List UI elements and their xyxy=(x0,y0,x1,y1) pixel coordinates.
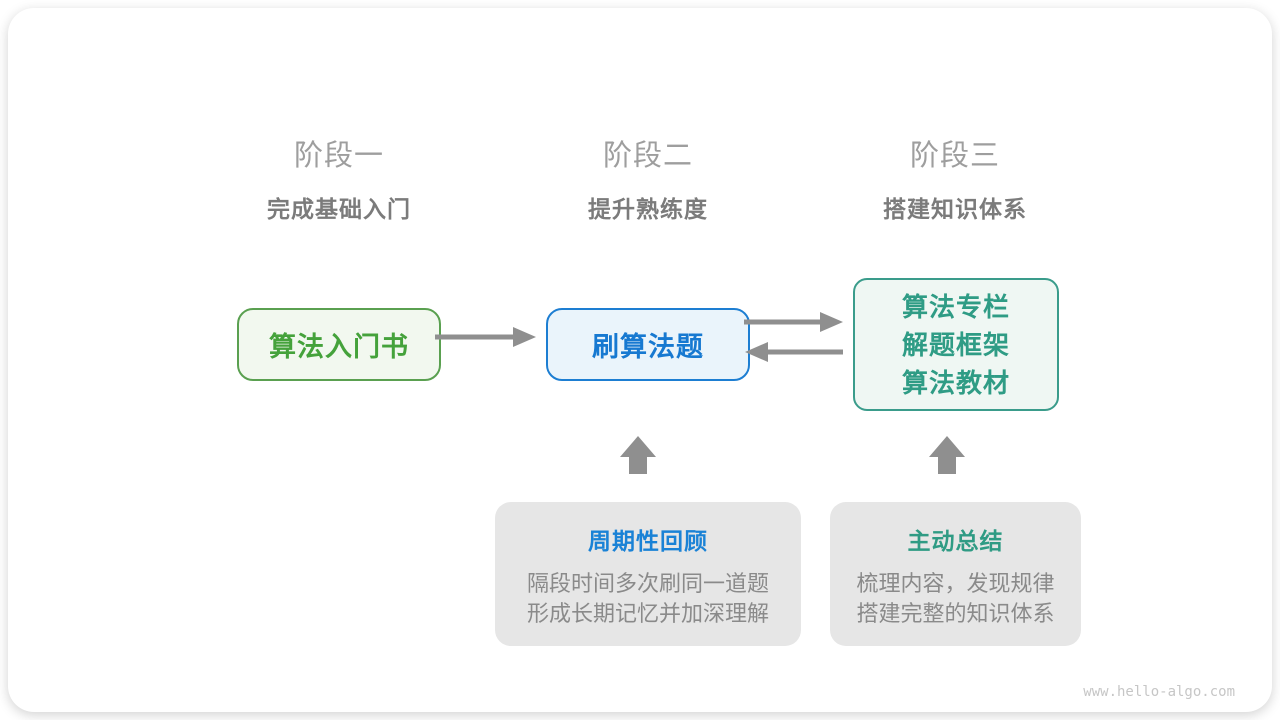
stage-1-header: 阶段一 完成基础入门 xyxy=(189,132,489,224)
note-active-summary: 主动总结 梳理内容，发现规律 搭建完整的知识体系 xyxy=(830,502,1081,646)
note-periodic-review-line-2: 形成长期记忆并加深理解 xyxy=(526,601,769,626)
note-active-summary-body: 梳理内容，发现规律 搭建完整的知识体系 xyxy=(830,569,1081,629)
note-active-summary-line-2: 搭建完整的知识体系 xyxy=(856,601,1055,626)
node-resources-line-2: 解题框架 xyxy=(901,329,1010,360)
stage-2-title: 阶段二 xyxy=(602,140,693,172)
stage-1-title: 阶段一 xyxy=(293,140,384,172)
node-practice: 刷算法题 xyxy=(546,308,750,381)
stage-3-header: 阶段三 搭建知识体系 xyxy=(805,132,1105,224)
diagram-card: 阶段一 完成基础入门 阶段二 提升熟练度 阶段三 搭建知识体系 算法入门书 刷算… xyxy=(8,8,1272,712)
node-resources: 算法专栏 解题框架 算法教材 xyxy=(853,278,1059,411)
note-periodic-review-title: 周期性回顾 xyxy=(588,528,708,554)
node-resources-line-3: 算法教材 xyxy=(901,367,1010,398)
stage-3-subtitle: 搭建知识体系 xyxy=(883,196,1027,222)
note-periodic-review-line-1: 隔段时间多次刷同一道题 xyxy=(526,571,769,596)
note-active-summary-line-1: 梳理内容，发现规律 xyxy=(856,571,1055,596)
stage-3-title: 阶段三 xyxy=(909,140,1000,172)
node-practice-label: 刷算法题 xyxy=(592,332,704,362)
node-intro-book-label: 算法入门书 xyxy=(269,332,409,362)
node-resources-line-1: 算法专栏 xyxy=(901,291,1010,322)
node-intro-book: 算法入门书 xyxy=(237,308,441,381)
watermark: www.hello-algo.com xyxy=(1083,684,1235,700)
note-active-summary-title: 主动总结 xyxy=(907,528,1004,554)
stage-2-subtitle: 提升熟练度 xyxy=(588,196,708,222)
stage-2-header: 阶段二 提升熟练度 xyxy=(498,132,798,224)
stage-1-subtitle: 完成基础入门 xyxy=(267,196,411,222)
note-periodic-review: 周期性回顾 隔段时间多次刷同一道题 形成长期记忆并加深理解 xyxy=(495,502,801,646)
note-periodic-review-body: 隔段时间多次刷同一道题 形成长期记忆并加深理解 xyxy=(495,569,801,629)
